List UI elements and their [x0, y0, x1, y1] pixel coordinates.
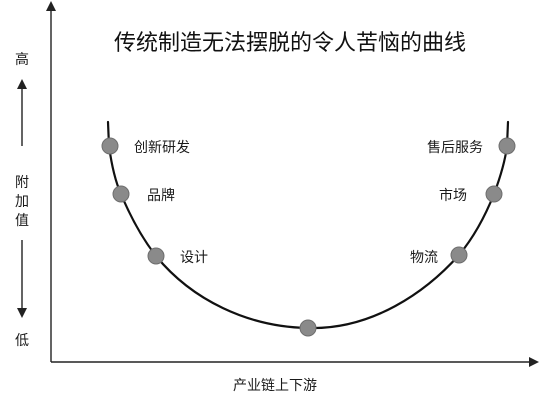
y-axis-title-char-1: 附: [15, 175, 29, 191]
curve-points: [101, 137, 516, 337]
axes: [46, 1, 539, 367]
point-labels: 创新研发 品牌 设计 物流 市场 售后服务: [134, 140, 483, 266]
y-axis-title-char-3: 值: [15, 213, 29, 229]
y-axis-title-char-2: 加: [15, 194, 29, 210]
x-axis-label: 产业链上下游: [233, 378, 317, 394]
y-axis-high-label: 高: [15, 51, 29, 68]
label-rnd: 创新研发: [134, 140, 190, 156]
y-axis-annotation: 高 附 加 值 低: [15, 51, 29, 349]
diagram-title: 传统制造无法摆脱的令人苦恼的曲线: [114, 31, 466, 56]
point-after-sales: [498, 137, 516, 155]
label-logistics: 物流: [410, 250, 438, 266]
point-design: [147, 247, 165, 265]
point-rnd: [101, 137, 119, 155]
point-manufacturing: [299, 319, 317, 337]
label-market: 市场: [439, 187, 467, 204]
label-brand: 品牌: [147, 187, 175, 204]
point-market: [485, 185, 503, 203]
point-brand: [112, 185, 130, 203]
label-after-sales: 售后服务: [427, 140, 483, 156]
point-logistics: [450, 246, 468, 264]
label-design: 设计: [180, 250, 208, 266]
y-axis-low-label: 低: [15, 333, 29, 349]
